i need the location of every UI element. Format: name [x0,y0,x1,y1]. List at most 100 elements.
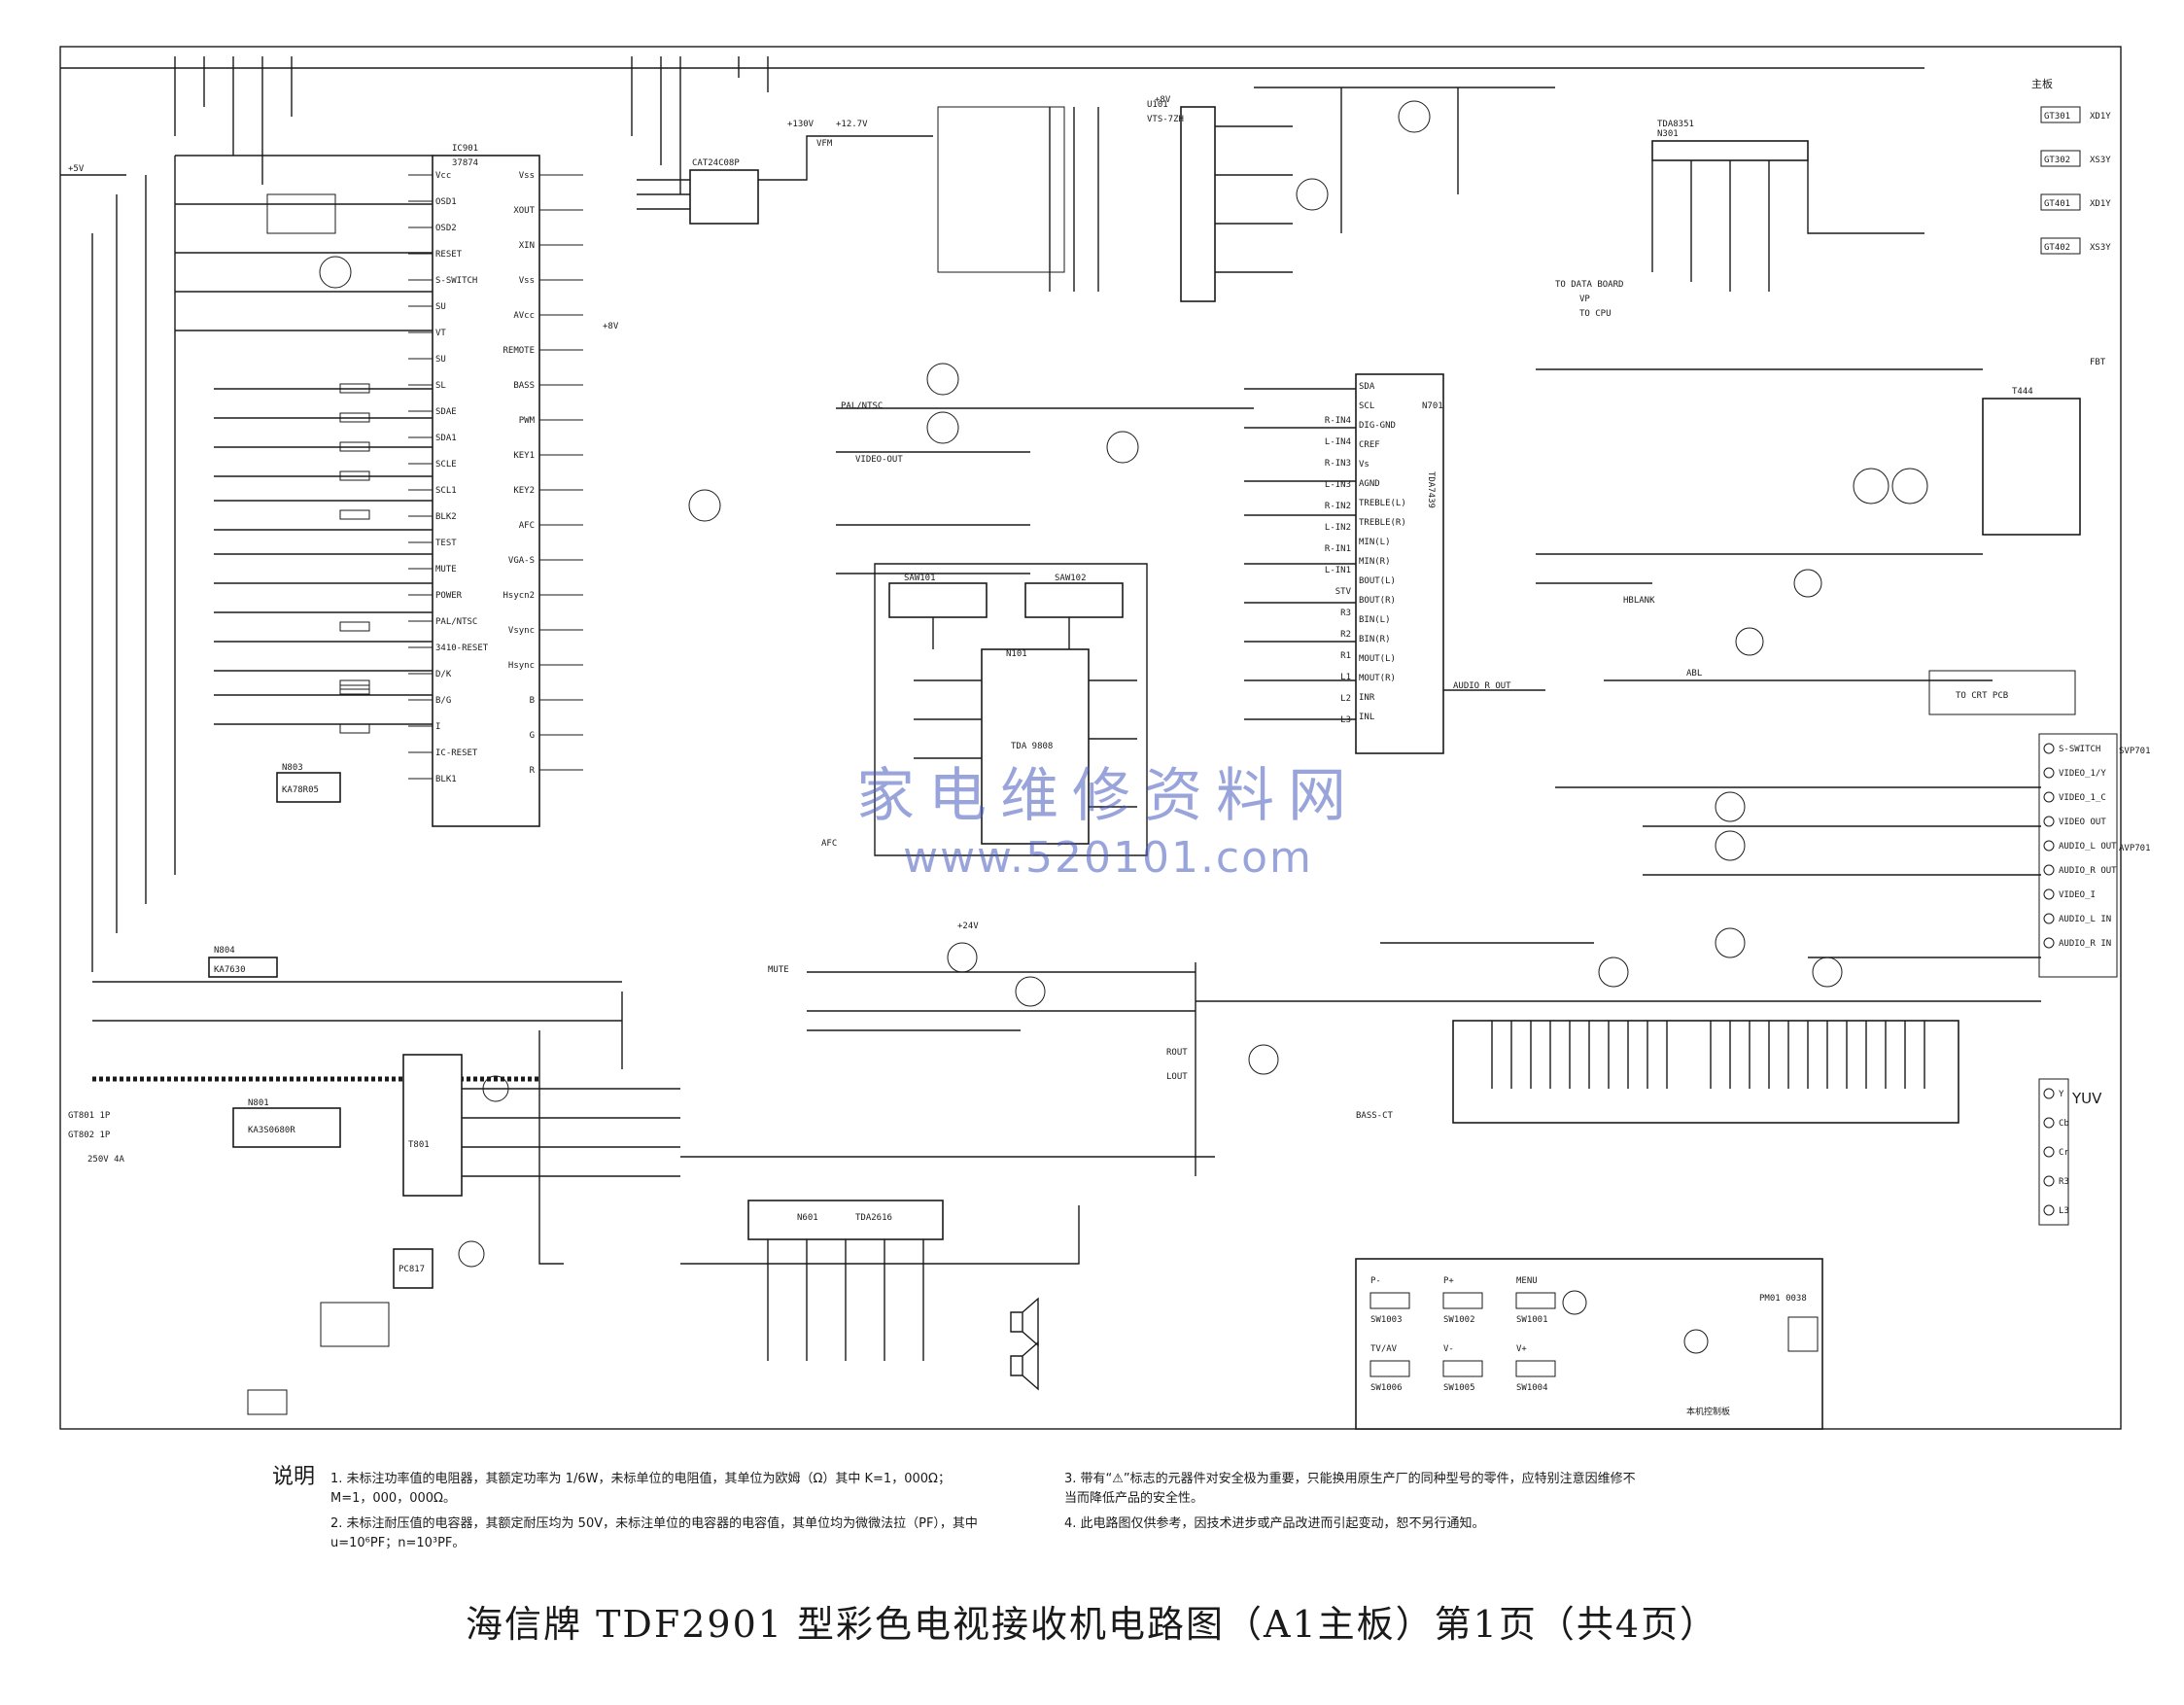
mcu-pin-left: Vcc [435,171,451,181]
mcu-pin-right: Hsync [508,661,535,671]
av-jack-label: AUDIO_R OUT [2059,866,2117,876]
av-jack [2043,937,2055,949]
ap-pin: Vs [1359,460,1369,470]
mcu-pin-left: SCLE [435,460,457,470]
svg-text:VIDEO-OUT: VIDEO-OUT [855,455,903,465]
ap-pin: BIN(L) [1359,615,1391,625]
ap-input-label: L-IN3 [1325,480,1351,490]
gt-connector-label: GT301 [2044,112,2070,122]
svg-text:+8V: +8V [603,322,619,331]
mcu-pin-right: G [530,731,535,741]
ap-pin: INL [1359,713,1374,722]
keypad-switch [1442,1360,1483,1377]
supply-labels: +8V +130V +12.7V +24V +8V VFM VIDEO-OUT … [603,95,1590,931]
audio-amp-part: TDA2616 [855,1213,892,1223]
saw101 [888,582,988,618]
eeprom-part: CAT24C08P [692,158,740,168]
mcu-pin-left: SU [435,302,446,312]
keypad-switch-ref: SW1005 [1443,1383,1475,1393]
mcu-pin-right: VGA-S [508,556,535,566]
ap-input-label: R1 [1340,651,1351,661]
hblank-label: HBLANK [1623,596,1655,606]
keypad-switch-ref: SW1002 [1443,1315,1475,1325]
regulator-7630 [208,957,278,978]
av-jack-label: AUDIO_L OUT [2059,842,2117,852]
s-switch-transistor [319,256,352,289]
deflection-ref: N301 [1657,129,1679,139]
svg-text:VFM: VFM [816,139,833,149]
ir-receiver-box [1787,1316,1819,1352]
yuv-jack-label: L3 [2059,1206,2069,1216]
keypad-switch-ref: SW1006 [1370,1383,1403,1393]
ap-input-label: L-IN4 [1325,437,1351,447]
ap-input-label: R3 [1340,609,1351,618]
keypad-key-label: P+ [1443,1276,1454,1286]
mcu-pin-right: Vss [519,276,535,286]
yuv-jack [2043,1117,2055,1129]
mcu-pin-left: I [435,722,440,732]
hout-transistors [1735,468,1928,656]
av-jack-label: S-SWITCH [2059,745,2100,754]
mcu-pin-left: SDA1 [435,434,457,443]
mcu-pin-right: Hsycn2 [503,591,535,601]
mcu-left-bus [175,155,433,725]
svg-text:+24V: +24V [957,922,979,931]
mcu-pin-right: KEY2 [513,486,535,496]
keypad-switch [1369,1360,1410,1377]
keypad-transistors [1562,1290,1709,1354]
av-jack-label: AUDIO_R IN [2059,939,2111,949]
gt-connector [2040,237,2081,255]
to-crt-label: TO CRT PCB [1956,691,2008,701]
mcu-left-pins: VccOSD1OSD2RESETS-SWITCHSUVTSUSLSDAESDA1… [408,171,489,784]
av-transistors [1598,791,1843,988]
audio-processor-ref: N701 [1422,401,1443,411]
reg2-part: KA7630 [214,965,246,975]
audio-processor-part: TDA7439 [1426,471,1436,508]
page-title: 海信牌 TDF2901 型彩色电视接收机电路图（A1主板）第1页（共4页） [465,1603,1719,1646]
mcu-pin-right: XOUT [513,206,535,216]
gt-connector-label: GT402 [2044,243,2070,253]
left-verticals [60,156,176,972]
keypad-switch [1442,1292,1483,1309]
keypad-board [1355,1258,1823,1430]
tuner [1180,106,1216,302]
left-supply-label: +5V [68,164,85,174]
ap-pin: MIN(R) [1359,557,1391,567]
mcu-pin-left: S-SWITCH [435,276,477,286]
pwm-ic-ref: N801 [248,1098,269,1108]
mcu-pin-right: AVcc [513,311,535,321]
fuse-label: 250V 4A [87,1155,125,1165]
yuv-jack-label: R3 [2059,1177,2069,1187]
fm-trap-block [937,106,1065,273]
lout-label: LOUT [1166,1072,1188,1082]
av-jack [2043,743,2055,754]
note-3: 3. 带有“⚠”标志的元器件对安全极为重要，只能换用原生产厂的同种型号的零件，应… [1064,1472,1636,1506]
av-jack-label: VIDEO_I [2059,890,2096,900]
av-jack-label: VIDEO_1_C [2059,793,2106,803]
degauss-coil [247,1389,288,1415]
mcu-pin-left: SCL1 [435,486,457,496]
optocoupler [393,1248,433,1289]
mcu-pin-left: OSD1 [435,197,457,207]
rf-wires [1254,87,1555,233]
top-bus [60,56,1924,194]
mcu-pin-right: XIN [519,241,535,251]
ir-receiver: PM01 0038 [1759,1294,1807,1304]
audio-amp-wires [680,1156,1215,1361]
note-2: 2. 未标注耐压值的电容器，其额定耐压均为 50V，未标注单位的电容器的电容值，… [330,1516,978,1550]
yuv-jack-label: Cr [2059,1148,2069,1158]
ap-pin: TREBLE(L) [1359,499,1406,508]
ap-input-label: R-IN1 [1325,544,1351,554]
av-jack [2043,913,2055,924]
ap-input-label: L-IN2 [1325,523,1351,533]
mcu-pin-right: REMOTE [503,346,535,356]
to-data-board: TO DATA BOARD [1555,280,1623,290]
psu-transistors [458,1075,509,1268]
audio-amp-ref: N601 [797,1213,818,1223]
deflection-part: TDA8351 [1657,120,1694,129]
keypad-switch-ref: SW1004 [1516,1383,1548,1393]
mcu-pin-right: BASS [513,381,535,391]
if-outline [874,563,1148,856]
reg1-ref: N803 [282,763,303,773]
